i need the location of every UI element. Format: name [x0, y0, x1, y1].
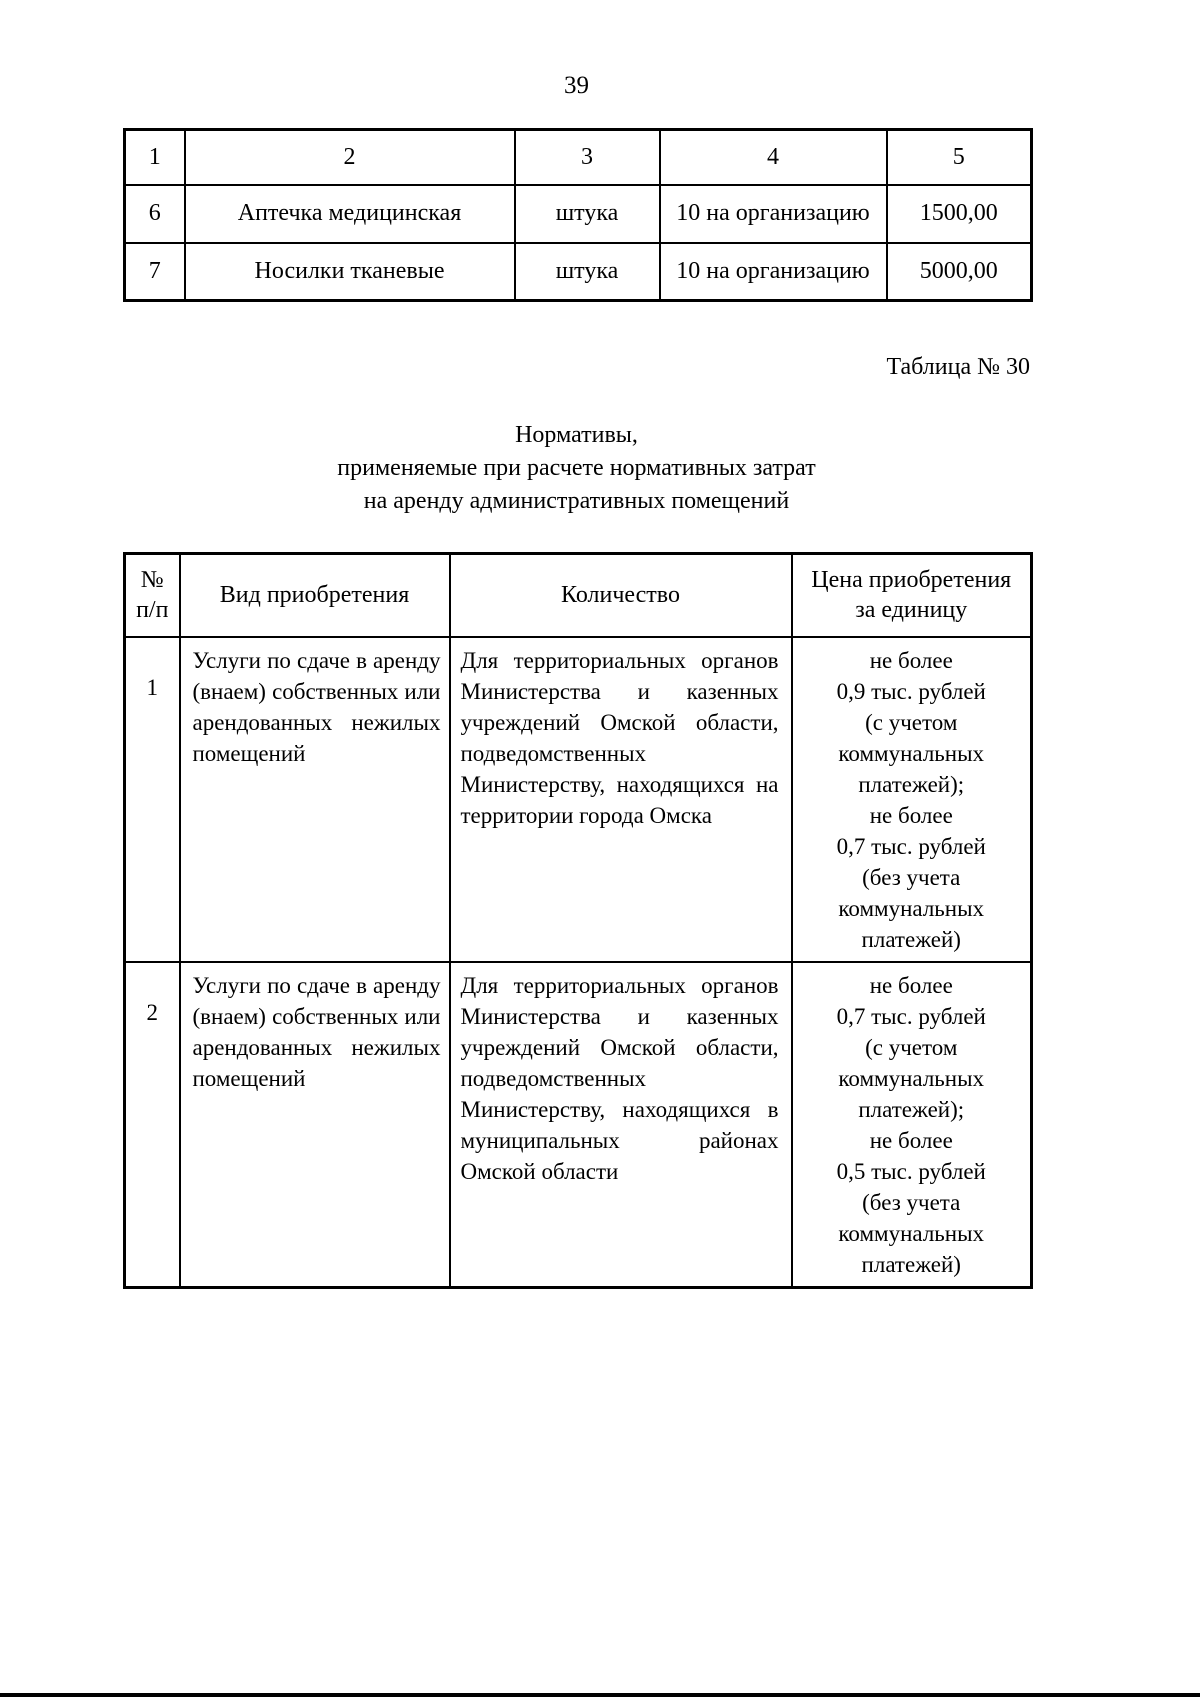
header-cell-col2: 2 — [183, 128, 516, 186]
price-cell: 1500,00 — [885, 183, 1033, 244]
row-number-cell: 7 — [123, 241, 186, 302]
header-cell-col1: 1 — [123, 128, 186, 186]
row-number-cell: 2 — [123, 960, 181, 1288]
unit-cell: штука — [513, 183, 661, 244]
header-cell-col4: 4 — [658, 128, 888, 186]
quantity-cell: 10 на организацию — [658, 183, 888, 244]
unit-cell: штука — [513, 241, 661, 302]
table-caption: Таблица № 30 — [886, 354, 1030, 380]
table-row: 7 Носилки тканевые штука 10 на организац… — [123, 241, 1033, 302]
price-cell: 5000,00 — [885, 241, 1033, 302]
header-cell-unit-price: Цена приобретения за единицу — [790, 552, 1033, 638]
row-number-cell: 6 — [123, 183, 186, 244]
item-name-cell: Носилки тканевые — [183, 241, 516, 302]
table-row: 1 Услуги по сдаче в аренду (внаем) собст… — [123, 635, 1033, 963]
page-number: 39 — [564, 72, 589, 99]
table-row: 6 Аптечка медицинская штука 10 на органи… — [123, 183, 1033, 244]
header-cell-col3: 3 — [513, 128, 661, 186]
quantity-cell: Для территориальных органов Министерства… — [448, 635, 793, 963]
quantity-cell: 10 на организацию — [658, 241, 888, 302]
table-row: 2 Услуги по сдаче в аренду (внаем) собст… — [123, 960, 1033, 1288]
scan-edge-line — [0, 1693, 1200, 1697]
header-cell-number: № п/п — [123, 552, 181, 638]
item-name-cell: Аптечка медицинская — [183, 183, 516, 244]
rent-table-header-row: № п/п Вид приобретения Количество Цена п… — [123, 552, 1033, 638]
equipment-table-header-row: 1 2 3 4 5 — [123, 128, 1033, 186]
acquisition-type-cell: Услуги по сдаче в аренду (внаем) собстве… — [178, 635, 451, 963]
header-cell-quantity: Количество — [448, 552, 793, 638]
table-title: Нормативы, применяемые при расчете норма… — [337, 422, 816, 514]
rent-norms-table: № п/п Вид приобретения Количество Цена п… — [123, 552, 1033, 1289]
quantity-cell: Для территориальных органов Министерства… — [448, 960, 793, 1288]
header-cell-acquisition-type: Вид приобретения — [178, 552, 451, 638]
page-content: 39 1 2 3 4 5 6 Аптечка медицинская штука… — [123, 0, 1033, 1289]
unit-price-cell: не более 0,9 тыс. рублей (с учетом комму… — [790, 635, 1033, 963]
header-cell-col5: 5 — [885, 128, 1033, 186]
unit-price-cell: не более 0,7 тыс. рублей (с учетом комму… — [790, 960, 1033, 1288]
acquisition-type-cell: Услуги по сдаче в аренду (внаем) собстве… — [178, 960, 451, 1288]
equipment-table: 1 2 3 4 5 6 Аптечка медицинская штука 10… — [123, 128, 1033, 302]
row-number-cell: 1 — [123, 635, 181, 963]
